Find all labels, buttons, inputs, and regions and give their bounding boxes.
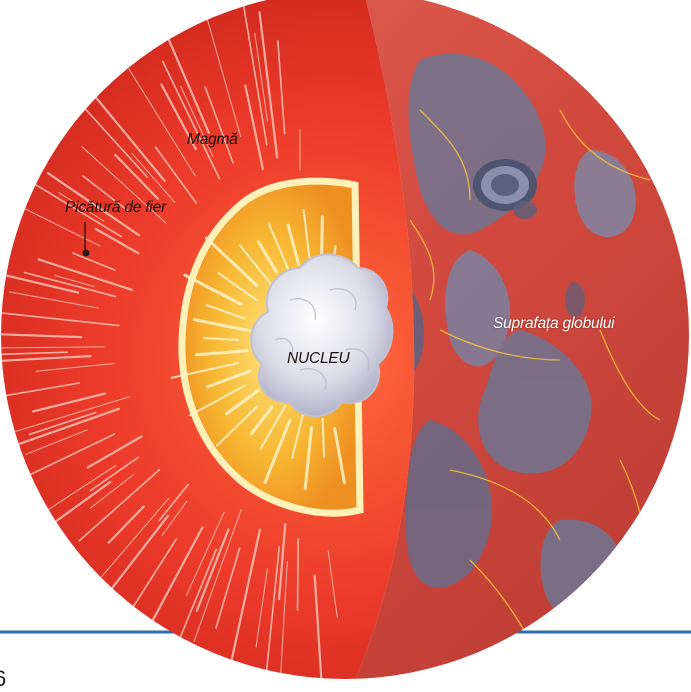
iron-drop-marker [83,250,90,257]
magma-streak [298,539,299,610]
core-streak [323,419,324,457]
page-number: 6 [0,666,6,692]
